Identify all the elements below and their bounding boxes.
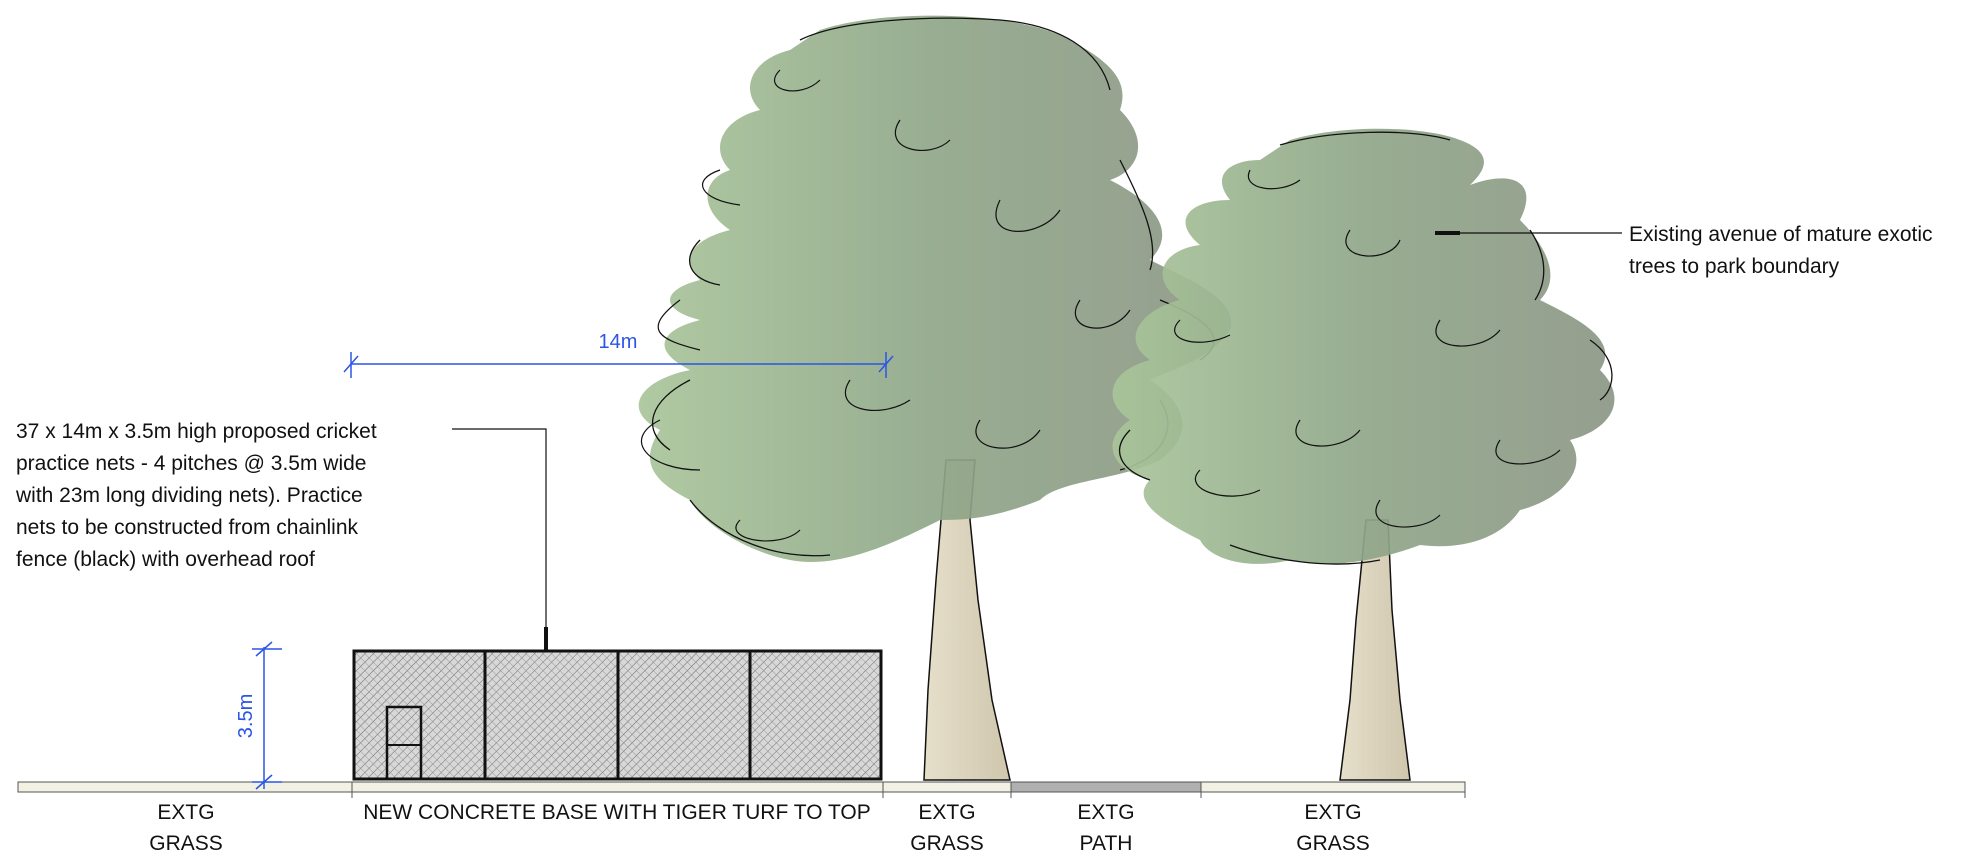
extg-path-strip — [1010, 781, 1202, 793]
extg-grass-left-label: EXTG — [157, 801, 214, 824]
extg-grass-right-label: EXTG — [1304, 801, 1361, 824]
extg-grass-left-strip — [17, 781, 353, 793]
extg-grass-left-label: GRASS — [149, 832, 223, 855]
nets-note: 37 x 14m x 3.5m high proposed cricket pr… — [15, 420, 377, 571]
tree-left-foliage-lobes — [640, 69, 1131, 542]
ground-strip — [17, 781, 1466, 798]
extg-path-label: EXTG — [1077, 801, 1134, 824]
extg-path-label: PATH — [1080, 832, 1133, 855]
width-dimension: 14m — [343, 331, 894, 378]
trees-note-line: trees to park boundary — [1629, 255, 1840, 278]
nets-note-line: practice nets - 4 pitches @ 3.5m wide — [16, 452, 366, 475]
extg-grass-mid-label: GRASS — [910, 832, 984, 855]
nets-note-line: fence (black) with overhead roof — [16, 548, 315, 571]
height-dimension-label: 3.5m — [235, 694, 257, 738]
trees-note: Existing avenue of mature exotic trees t… — [1629, 223, 1933, 278]
tree-right-outline — [1119, 131, 1613, 565]
cricket-nets — [352, 649, 883, 781]
tree-left-canopy — [638, 15, 1232, 562]
nets-gate — [385, 705, 423, 781]
ground-labels: EXTG GRASS NEW CONCRETE BASE WITH TIGER … — [149, 801, 1370, 855]
tree-right-foliage-lobes — [1174, 169, 1561, 528]
height-dimension: 3.5m — [235, 641, 282, 790]
extg-grass-right-strip — [1200, 781, 1466, 793]
extg-grass-mid-label: EXTG — [918, 801, 975, 824]
trees-note-line: Existing avenue of mature exotic — [1629, 223, 1933, 246]
nets-note-leader — [452, 428, 547, 627]
tree-right — [1112, 128, 1615, 781]
nets-note-line: with 23m long dividing nets). Practice — [15, 484, 363, 507]
nets-note-line: nets to be constructed from chainlink — [16, 516, 359, 539]
new-base-label: NEW CONCRETE BASE WITH TIGER TURF TO TOP — [363, 801, 871, 824]
width-dimension-label: 14m — [599, 331, 638, 353]
tree-right-canopy — [1112, 128, 1615, 565]
nets-note-line: 37 x 14m x 3.5m high proposed cricket — [16, 420, 377, 443]
extg-grass-mid-strip — [882, 781, 1012, 793]
extg-grass-right-label: GRASS — [1296, 832, 1370, 855]
new-base-strip — [351, 781, 884, 793]
tree-left — [638, 15, 1232, 781]
